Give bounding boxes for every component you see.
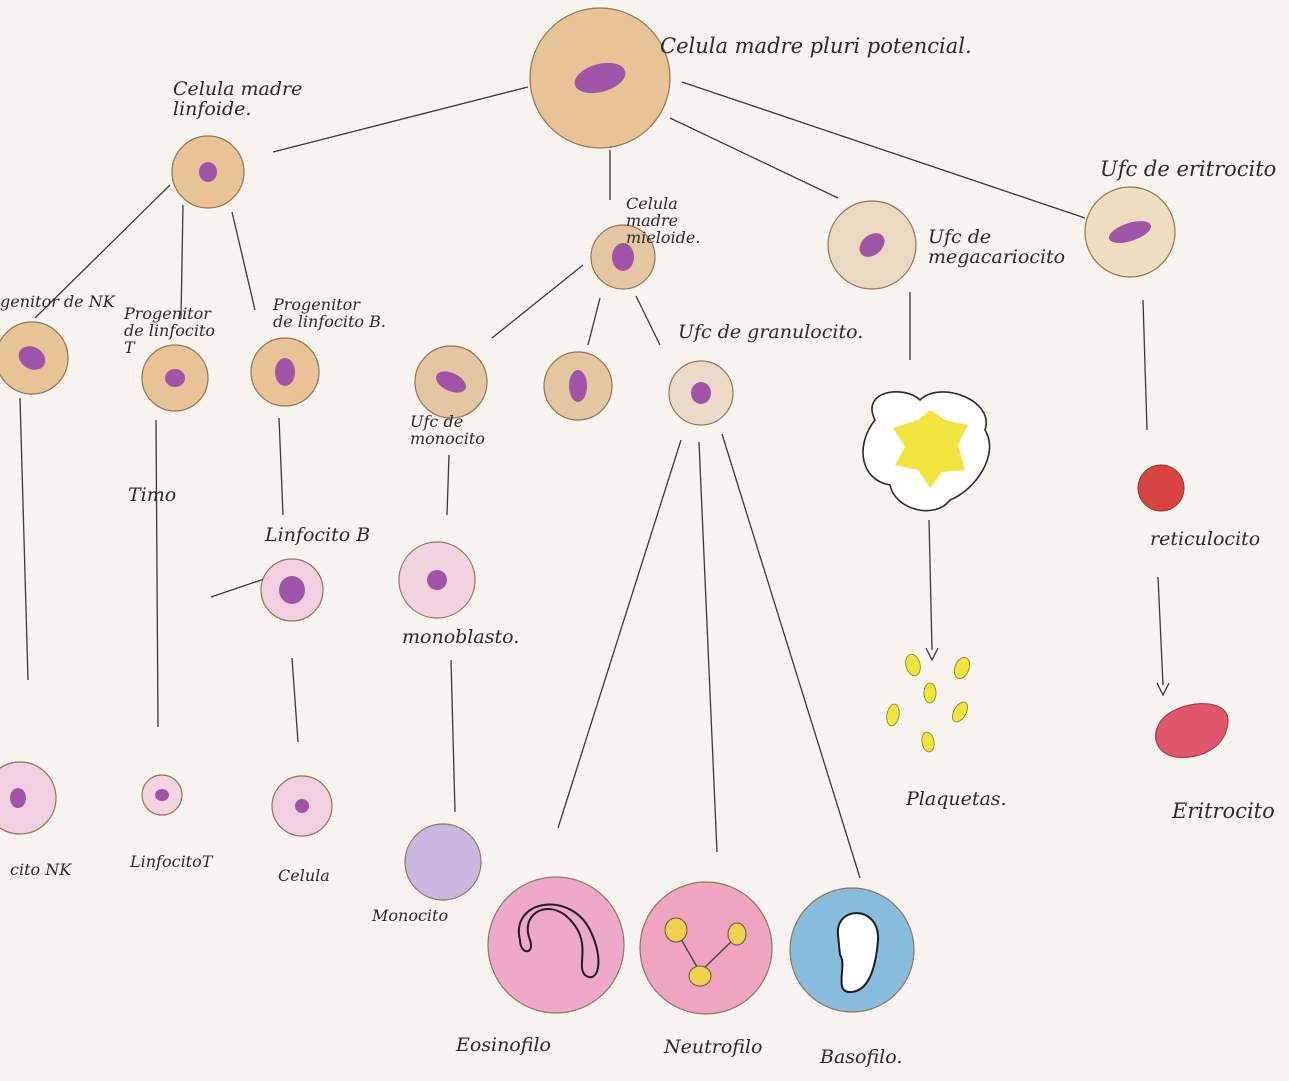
label-ufc-monocyte: Ufc de monocito xyxy=(410,414,485,448)
connector-granulocyte-basophil xyxy=(722,434,860,878)
cell-monoblast xyxy=(399,542,475,618)
platelet xyxy=(924,683,936,703)
connector-stem-lymphoid xyxy=(273,87,528,152)
cell-ufc-monocyte xyxy=(415,346,487,418)
label-basophil: Basofilo. xyxy=(820,1048,902,1068)
connector-reticulocyte-arrow xyxy=(1158,577,1163,685)
connector-t-line xyxy=(156,420,158,727)
label-monoblast: monoblasto. xyxy=(402,628,519,648)
platelets-group xyxy=(885,653,972,753)
platelet xyxy=(920,731,935,753)
label-reticulocyte: reticulocito xyxy=(1150,530,1260,550)
connector-myeloid-granulocyte xyxy=(636,296,660,345)
label-timo: Timo xyxy=(128,486,176,506)
label-nk-cell: cito NK xyxy=(10,862,71,879)
label-t-lymphocyte: LinfocitoT xyxy=(130,854,212,871)
label-nk-progenitor: genitor de NK xyxy=(0,294,115,311)
connector-stem-erythrocyte xyxy=(682,82,1085,218)
connector-lymphoid-b xyxy=(232,212,255,310)
label-b-lymphocyte: Linfocito B xyxy=(265,526,370,546)
connector-nk-line xyxy=(20,398,28,680)
cell-plasma xyxy=(272,776,332,836)
cell-erythrocyte xyxy=(1156,704,1228,758)
cell-b-progenitor xyxy=(251,338,319,406)
cell-eosinophil xyxy=(488,877,624,1013)
label-b-progenitor: Progenitor de linfocito B. xyxy=(273,297,386,331)
label-t-progenitor: Progenitor de linfocito T xyxy=(124,306,215,356)
neutrophil-lobe xyxy=(665,918,687,942)
cell-reticulocyte xyxy=(1138,465,1184,511)
connector-monocyte-line2 xyxy=(451,660,455,812)
cell-ufc-megakaryocyte xyxy=(828,201,916,289)
connector-myeloid-monocyte xyxy=(492,265,583,338)
platelet xyxy=(903,653,922,678)
label-ufc-erythrocyte: Ufc de eritrocito xyxy=(1100,158,1276,180)
connector-stem-megakaryocyte xyxy=(670,118,838,198)
cell-neutrophil xyxy=(640,882,772,1014)
connector-myeloid-mid xyxy=(588,298,600,345)
cell-b-lymphocyte xyxy=(261,559,323,621)
label-celula: Celula xyxy=(278,868,330,885)
label-ufc-megakaryocyte: Ufc de megacariocito xyxy=(928,228,1065,268)
label-ufc-granulocyte: Ufc de granulocito. xyxy=(678,323,863,343)
cell-ufc-granulocyte xyxy=(669,361,733,425)
cell-pluripotent-stem xyxy=(530,8,670,148)
connector-granulocyte-neutrophil xyxy=(699,442,717,852)
platelet xyxy=(952,655,973,680)
label-monocyte: Monocito xyxy=(372,908,448,925)
label-eosinophil: Eosinofilo xyxy=(456,1036,551,1056)
cell-myeloid-mid xyxy=(544,352,612,420)
connector-lymphoid-t xyxy=(181,205,183,318)
cell-monocyte xyxy=(405,824,481,900)
neutrophil-lobe xyxy=(728,923,746,945)
label-platelets: Plaquetas. xyxy=(906,790,1007,810)
cell-megakaryocyte xyxy=(863,392,990,511)
connector-erythro-line xyxy=(1143,300,1147,430)
cell-nk xyxy=(0,762,56,834)
label-myeloid-stem: Celula madre mieloide. xyxy=(626,196,700,246)
cell-basophil xyxy=(790,888,914,1012)
connector-granulocyte-eosinophil xyxy=(558,440,681,828)
connector-monocyte-line1 xyxy=(447,455,449,515)
label-neutrophil: Neutrofilo xyxy=(664,1038,762,1058)
neutrophil-lobe xyxy=(689,966,711,986)
label-lymphoid-stem: Celula madre linfoide. xyxy=(173,80,302,120)
connector-platelets-arrow xyxy=(929,520,932,650)
cell-nk-progenitor xyxy=(0,322,68,394)
cell-lymphoid-stem xyxy=(172,136,244,208)
platelet xyxy=(885,703,901,727)
cell-t-lymphocyte xyxy=(142,775,182,815)
platelet xyxy=(949,699,970,724)
label-erythrocyte: Eritrocito xyxy=(1172,800,1275,822)
connector-b-line2 xyxy=(292,658,298,742)
label-stem-cell: Celula madre pluri potencial. xyxy=(660,35,972,57)
connector-b-line1 xyxy=(279,418,283,515)
cell-ufc-erythrocyte xyxy=(1085,187,1175,277)
